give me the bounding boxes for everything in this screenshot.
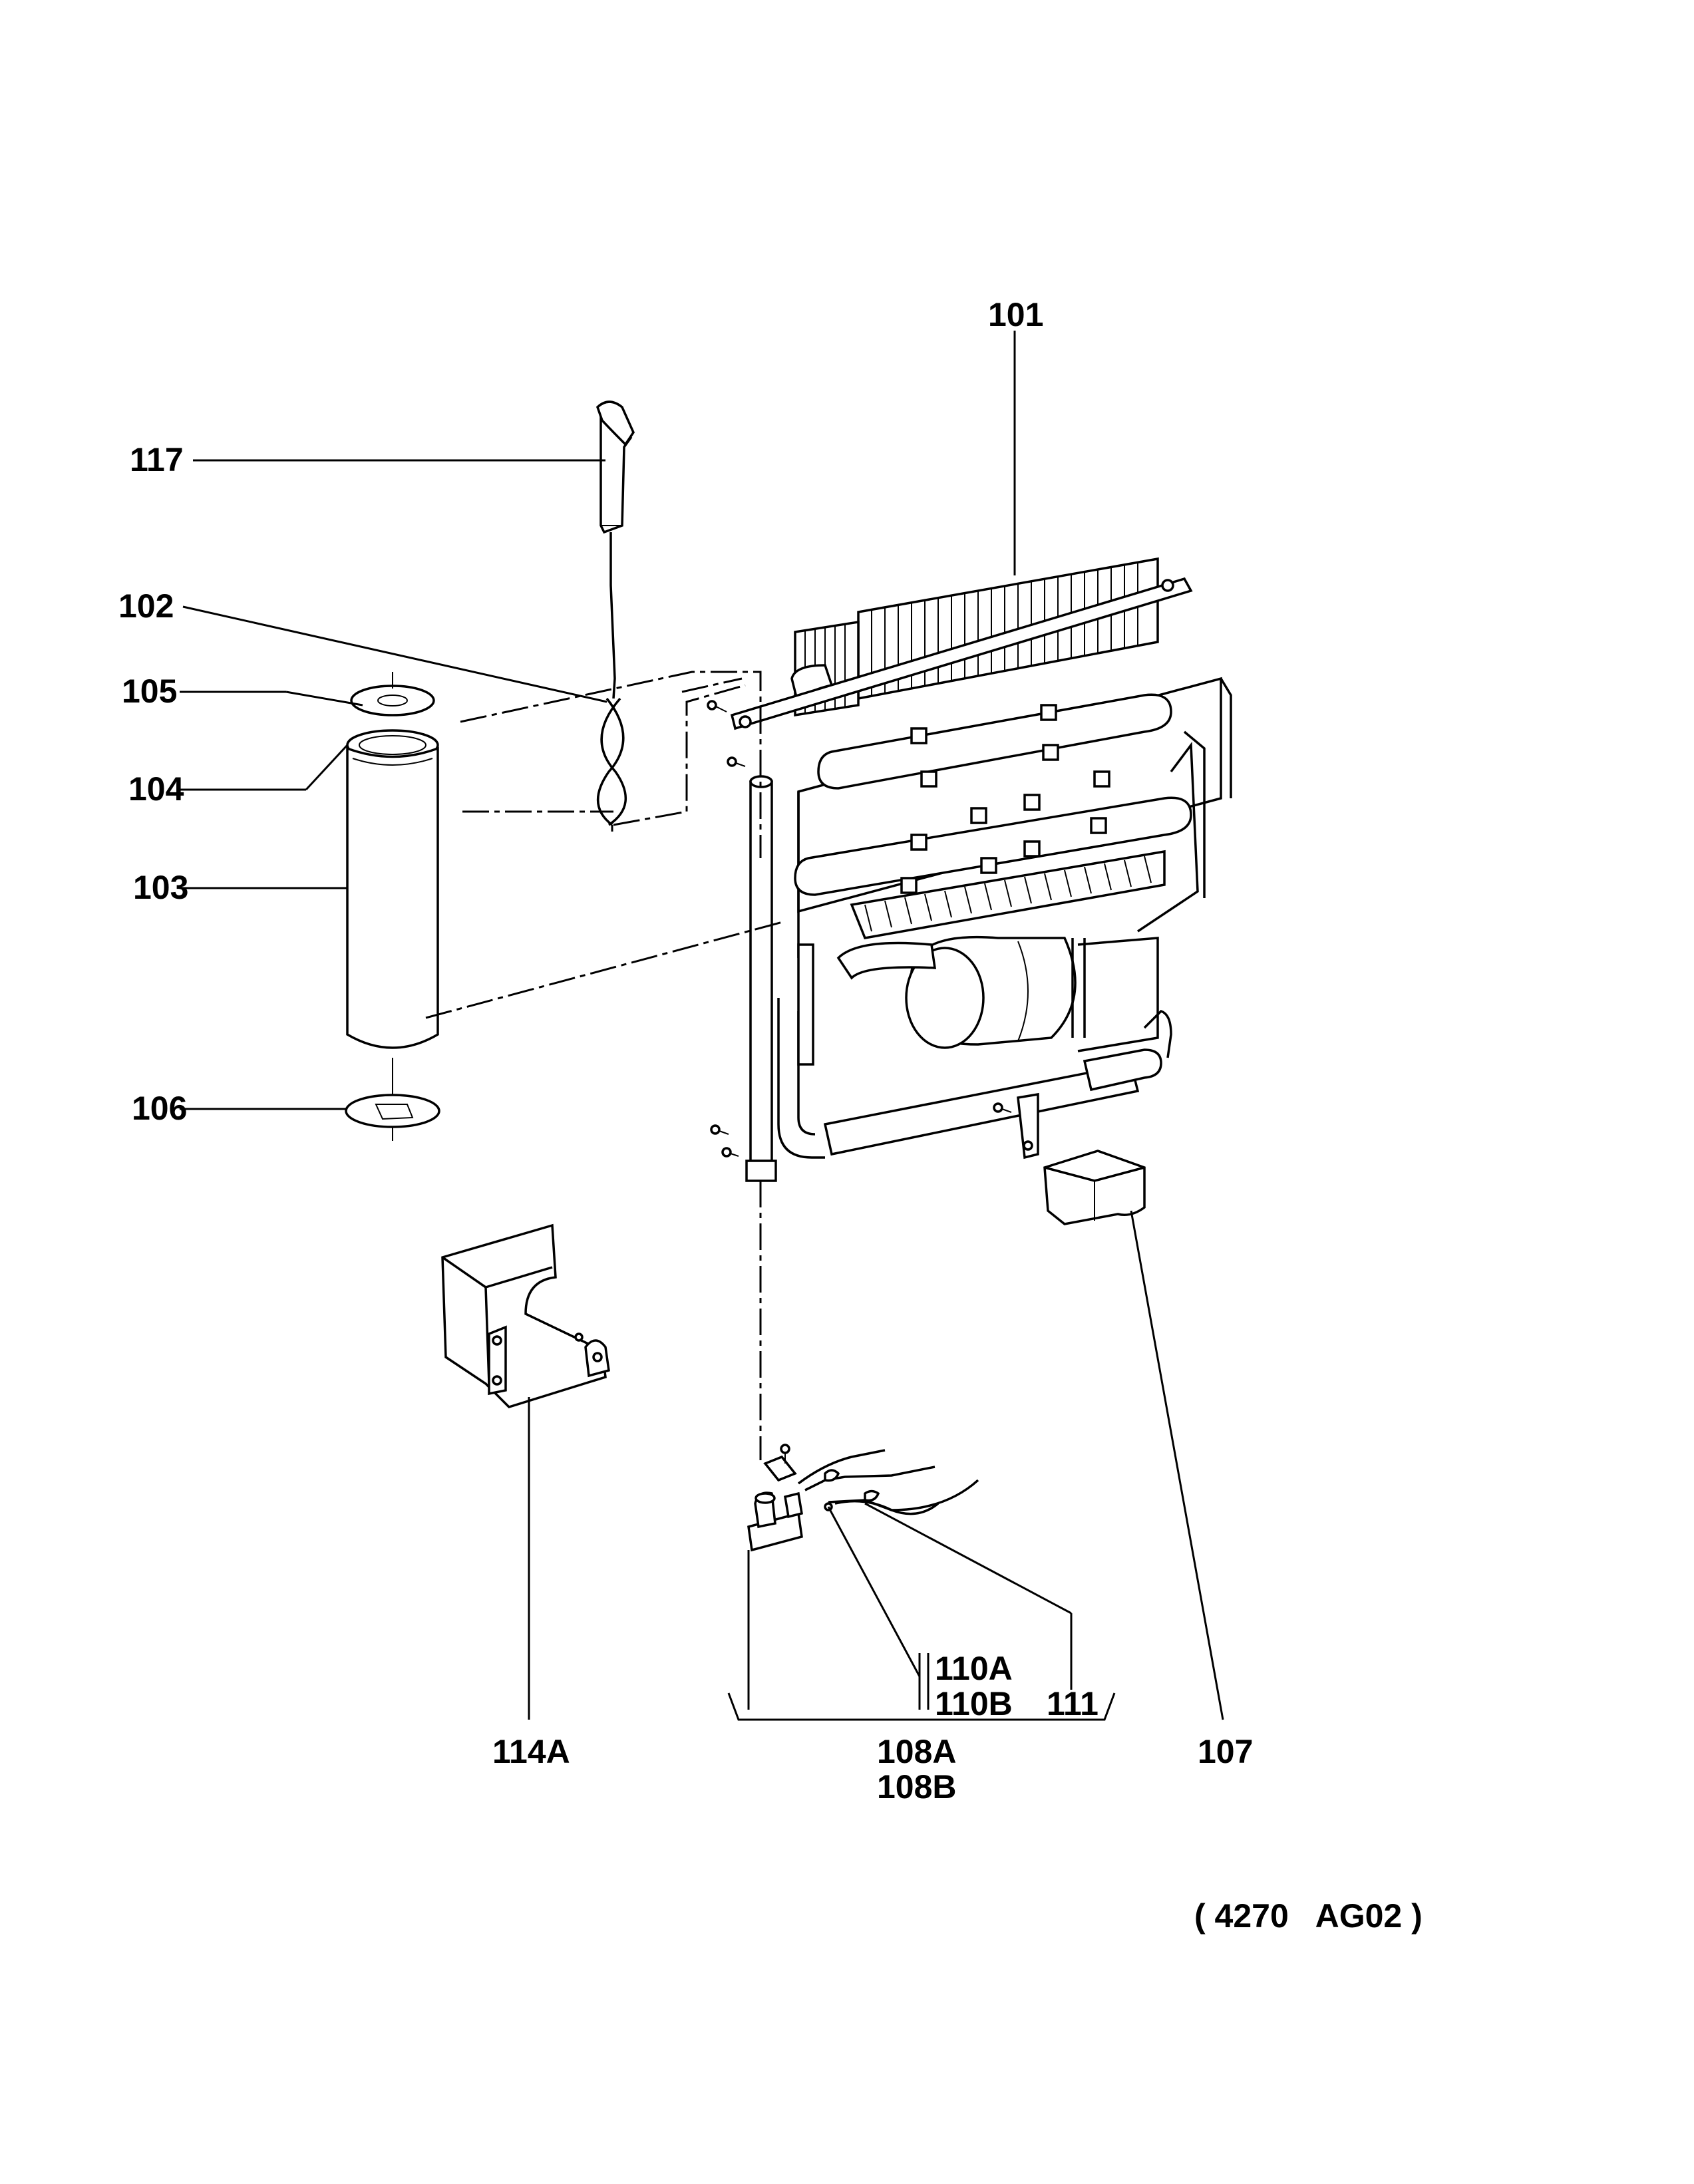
part-101-cooling-unit xyxy=(707,557,1232,1160)
label-110a: 110A xyxy=(935,1650,1013,1687)
label-107: 107 xyxy=(1198,1733,1253,1770)
part-boiler-tube xyxy=(745,775,777,1182)
label-105: 105 xyxy=(122,673,177,710)
label-108a: 108A xyxy=(877,1733,957,1770)
part-107-cover-box xyxy=(1043,1150,1146,1225)
part-106-base-plate xyxy=(345,1058,440,1141)
label-103: 103 xyxy=(133,869,188,906)
label-117: 117 xyxy=(130,441,184,478)
leader-lines xyxy=(180,331,1224,1721)
label-111: 111 xyxy=(1047,1685,1099,1722)
part-114a-heat-shield xyxy=(441,1223,610,1408)
label-102: 102 xyxy=(118,587,174,625)
label-108b: 108B xyxy=(877,1768,957,1805)
label-114a: 114A xyxy=(492,1733,570,1770)
part-108-burner-assembly xyxy=(747,1444,979,1552)
label-110b: 110B xyxy=(935,1685,1013,1722)
assembly-lines xyxy=(425,671,786,1460)
label-104: 104 xyxy=(128,770,184,808)
part-103-cylinder xyxy=(346,746,439,1049)
diagram-code: ( 4270 AG02 ) xyxy=(1194,1897,1423,1935)
part-117-burner-tube xyxy=(595,400,635,832)
callout-labels: 101 117 102 105 104 103 106 114A 110A 11… xyxy=(118,296,1423,1935)
part-105-cap xyxy=(350,672,435,716)
label-106: 106 xyxy=(132,1090,187,1127)
label-101: 101 xyxy=(988,296,1043,333)
